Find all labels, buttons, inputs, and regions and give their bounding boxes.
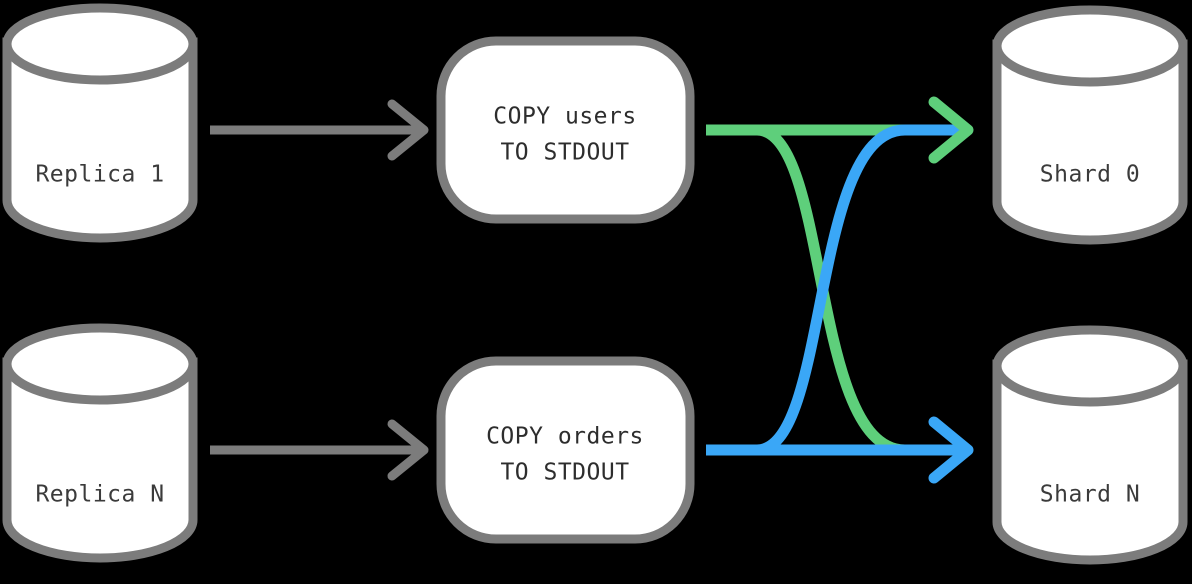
node-replica-1[interactable]: Replica 1: [2, 3, 198, 243]
cylinder-top: [2, 3, 198, 85]
edge-copyorders-to-shard0: [706, 124, 962, 456]
process-label-line1: COPY users: [493, 104, 636, 130]
node-copy-orders[interactable]: COPY orders TO STDOUT: [436, 356, 695, 544]
arrowhead-icon: [387, 419, 429, 481]
arrowhead-icon: [928, 416, 974, 484]
edge-curve: [706, 124, 962, 456]
cylinder-top: [992, 325, 1188, 407]
process-box: [436, 356, 695, 544]
cylinder-body: [992, 39, 1188, 245]
node-shard-0[interactable]: Shard 0: [992, 5, 1188, 245]
node-label-replica-1: Replica 1: [35, 162, 164, 188]
process-label-line2: TO STDOUT: [500, 460, 629, 486]
cylinder-top: [992, 5, 1188, 87]
arrowhead-icon: [928, 96, 974, 164]
cylinder-body: [2, 357, 198, 563]
edge-replican-to-copyorders: [210, 419, 429, 481]
node-label-shard-0: Shard 0: [1040, 162, 1140, 188]
node-replica-n[interactable]: Replica N: [2, 323, 198, 563]
node-label-shard-n: Shard N: [1040, 482, 1140, 508]
node-shard-n[interactable]: Shard N: [992, 325, 1188, 565]
cylinder-body: [992, 359, 1188, 565]
edge-copyusers-to-shardn: [706, 124, 962, 456]
process-label-line1: COPY orders: [486, 424, 644, 450]
cylinder-top: [2, 323, 198, 405]
process-box: [436, 36, 695, 224]
edge-curve: [706, 124, 962, 456]
node-copy-users[interactable]: COPY users TO STDOUT: [436, 36, 695, 224]
arrowhead-icon: [387, 99, 429, 161]
process-label-line2: TO STDOUT: [500, 140, 629, 166]
edge-replica1-to-copyusers: [210, 99, 429, 161]
cylinder-body: [2, 37, 198, 243]
node-label-replica-n: Replica N: [35, 482, 164, 508]
